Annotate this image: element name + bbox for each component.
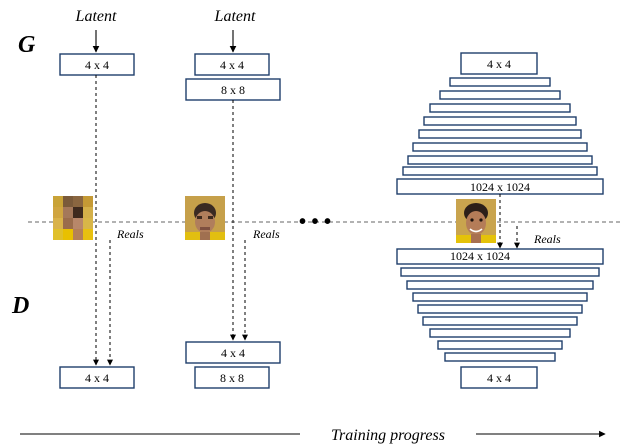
d-block-4x4-stage3 [460, 366, 538, 389]
layer-block [412, 142, 588, 152]
d-block-4x4-stage1 [59, 366, 135, 389]
layer-block [429, 328, 571, 338]
stage-2: Latent 4 x 4 8 x 8 Reals 4 x 4 8 x 8 [185, 8, 281, 389]
g-block-label: 4 x 4 [85, 58, 109, 72]
layer-block [423, 116, 577, 126]
d-block-8x8-stage2 [194, 366, 270, 389]
reals-label-2: Reals [252, 227, 280, 241]
generated-image-1024 [456, 199, 496, 243]
g-block-4x4-stage3 [460, 52, 538, 75]
training-progress-label: Training progress [331, 427, 445, 444]
layer-block [422, 316, 578, 326]
ellipsis-dots: • • • [299, 211, 331, 233]
d-block-label: 4 x 4 [221, 346, 245, 360]
latent-label-2: Latent [214, 8, 256, 25]
layer-block [437, 340, 563, 350]
latent-label-1: Latent [75, 8, 117, 25]
d-block-label: 4 x 4 [487, 371, 511, 385]
layer-block [412, 292, 588, 302]
d-block-label: 4 x 4 [85, 371, 109, 385]
layer-block [402, 166, 598, 176]
layer-block [417, 304, 583, 314]
generator-layer-stack [402, 77, 598, 176]
generator-label: G [18, 32, 36, 58]
g-block-4x4-stage2 [194, 53, 270, 76]
layer-block [400, 267, 600, 277]
layer-block [439, 90, 561, 100]
g-block-label: 1024 x 1024 [470, 180, 530, 194]
d-block-4x4-stage2 [185, 341, 281, 364]
layer-block [406, 280, 594, 290]
g-block-label: 8 x 8 [221, 83, 245, 97]
d-block-1024-stage3 [396, 248, 604, 265]
layer-block [444, 352, 556, 362]
d-block-label: 8 x 8 [220, 371, 244, 385]
reals-label-3: Reals [533, 232, 561, 246]
d-block-label: 1024 x 1024 [450, 249, 510, 263]
discriminator-layer-stack [400, 267, 600, 362]
layer-block [418, 129, 582, 139]
layer-block [407, 155, 593, 165]
g-block-4x4-stage1 [59, 53, 135, 76]
discriminator-label: D [11, 293, 29, 319]
layer-block [449, 77, 551, 87]
stage-1: Latent 4 x 4 Reals 4 x 4 [53, 8, 144, 389]
reals-label-1: Reals [116, 227, 144, 241]
stage-3: 4 x 4 1024 x 1024 Reals 1024 x 1024 4 x … [396, 52, 604, 389]
g-block-label: 4 x 4 [487, 57, 511, 71]
generated-image-4x4 [53, 196, 93, 240]
generated-image-8x8 [185, 196, 225, 240]
g-block-label: 4 x 4 [220, 58, 244, 72]
layer-block [429, 103, 571, 113]
